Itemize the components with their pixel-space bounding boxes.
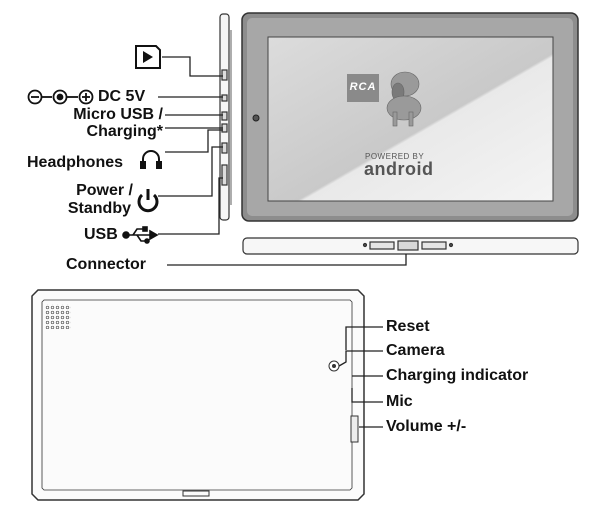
left-leader-lines: [158, 56, 407, 266]
headphones-icon: [140, 150, 162, 169]
speaker-grille: [45, 304, 71, 329]
tablet-bottom-edge: [242, 237, 579, 255]
rca-logo-text: RCA: [349, 81, 377, 93]
usb-icon: [122, 226, 159, 244]
label-connector: Connector: [66, 256, 146, 273]
label-charging: Charging*: [86, 123, 163, 140]
label-mic: Mic: [386, 393, 413, 410]
label-headphones: Headphones: [27, 154, 124, 171]
label-volume: Volume +/-: [386, 418, 467, 435]
powered-by-text: POWERED BY: [365, 152, 425, 161]
label-charging-indicator: Charging indicator: [386, 367, 529, 384]
label-power: Power /: [76, 182, 133, 199]
volume-buttons: [350, 415, 359, 443]
docking-connector: [397, 240, 419, 251]
label-dc-5v: DC 5V: [98, 88, 146, 105]
tablet-back: [31, 289, 365, 501]
android-logo-text: android: [364, 159, 434, 179]
label-reset: Reset: [386, 318, 430, 335]
right-leader-lines: [338, 326, 383, 428]
label-micro-usb: Micro USB /: [73, 106, 163, 123]
label-usb: USB: [84, 226, 118, 243]
dc-polarity-icon: [27, 89, 94, 105]
front-camera: [252, 114, 260, 122]
power-icon: [137, 189, 159, 213]
nipper-dog-logo: [386, 71, 422, 127]
label-camera: Camera: [386, 342, 445, 359]
label-standby: Standby: [67, 200, 131, 217]
sd-card-icon: [135, 45, 161, 69]
tablet-front: [241, 12, 579, 222]
tablet-side-profile: [219, 13, 232, 221]
rca-logo: [347, 74, 379, 102]
